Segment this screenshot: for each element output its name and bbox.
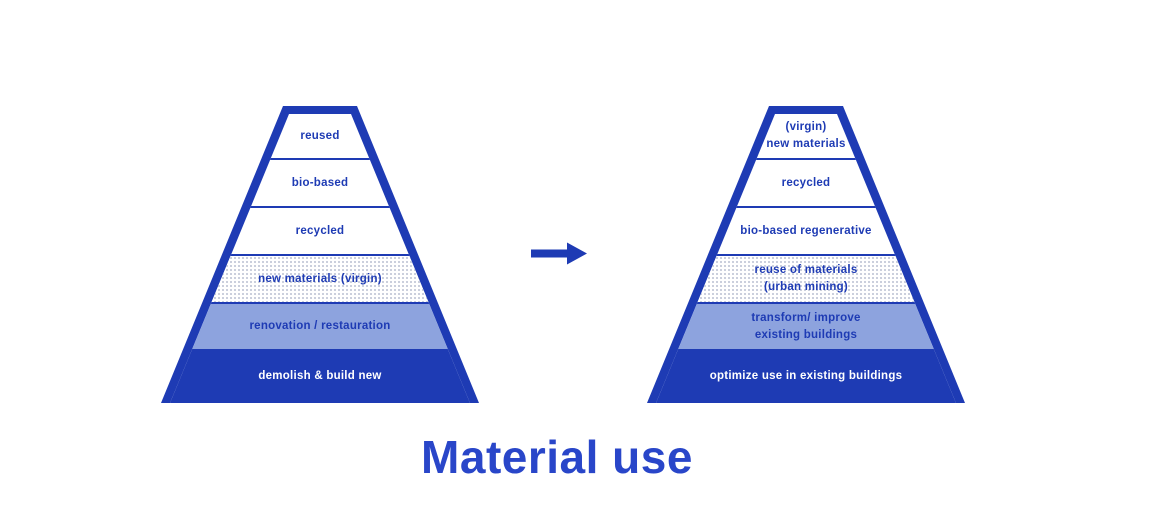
pyramid-level: renovation / restauration [170, 304, 470, 349]
pyramid-current-hierarchy: reused bio-based recycled new materials … [161, 106, 479, 403]
pyramid-levels: reused bio-based recycled new materials … [170, 114, 470, 403]
pyramid-level: recycled [170, 208, 470, 256]
pyramid-improved-hierarchy: (virgin) new materials recycled bio-base… [647, 106, 965, 403]
pyramid-level: transform/ improve existing buildings [656, 304, 956, 349]
pyramid-level: reused [170, 114, 470, 160]
pyramid-level: (virgin) new materials [656, 114, 956, 160]
pyramid-level: demolish & build new [170, 349, 470, 403]
right-arrow-icon [531, 240, 587, 267]
pyramid-level: bio-based regenerative [656, 208, 956, 256]
pyramid-level: bio-based [170, 160, 470, 208]
pyramid-level: recycled [656, 160, 956, 208]
pyramid-level: optimize use in existing buildings [656, 349, 956, 403]
pyramid-levels: (virgin) new materials recycled bio-base… [656, 114, 956, 403]
diagram-title: Material use [421, 431, 693, 483]
